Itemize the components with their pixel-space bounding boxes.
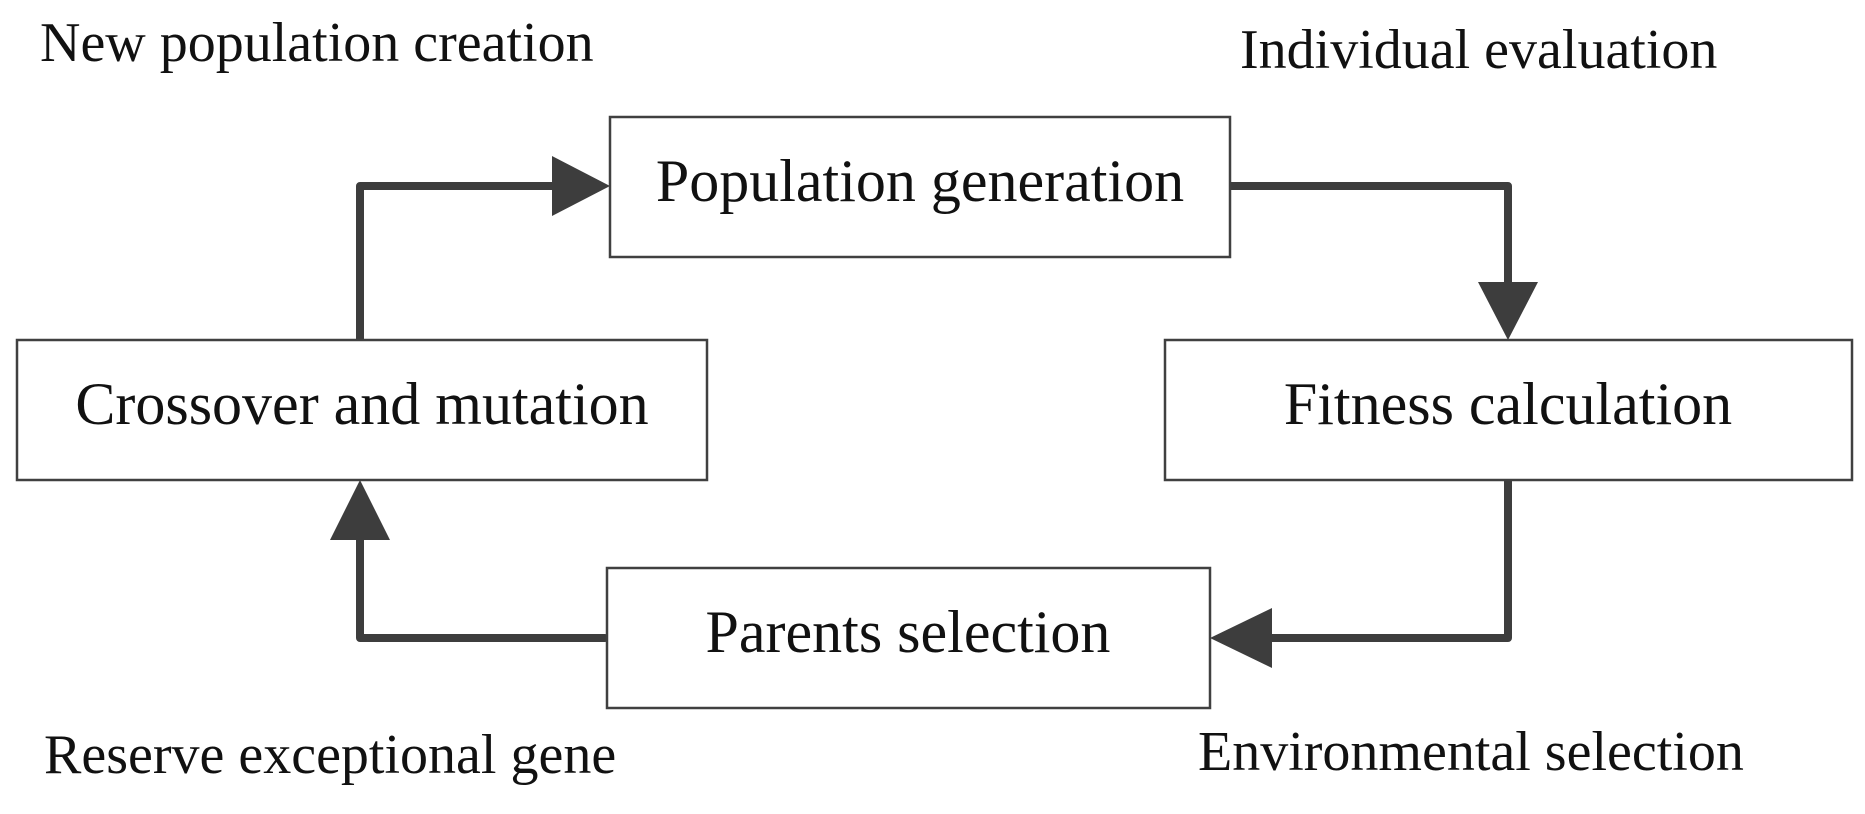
node-population-generation: Population generation xyxy=(608,115,1232,259)
arrow-head-down xyxy=(1478,282,1538,340)
edge-parents-to-crossover xyxy=(356,516,609,642)
node-crossover-and-mutation: Crossover and mutation xyxy=(15,338,709,482)
arrow-head-up xyxy=(330,480,390,540)
edge-population-to-fitness xyxy=(1226,182,1512,304)
node-population-generation-label: Population generation xyxy=(656,148,1184,214)
node-crossover-and-mutation-label: Crossover and mutation xyxy=(75,371,648,437)
arrow-head-right xyxy=(552,156,610,216)
label-individual-evaluation: Individual evaluation xyxy=(1240,19,1717,81)
edge-fitness-to-parents xyxy=(1251,476,1512,642)
arrow-head-left xyxy=(1210,608,1272,668)
node-fitness-calculation: Fitness calculation xyxy=(1163,338,1854,482)
edge-crossover-to-population xyxy=(356,182,574,344)
node-fitness-calculation-label: Fitness calculation xyxy=(1284,371,1732,437)
node-parents-selection: Parents selection xyxy=(605,566,1212,710)
node-parents-selection-label: Parents selection xyxy=(706,599,1111,665)
label-new-population-creation: New population creation xyxy=(40,12,594,74)
label-reserve-exceptional-gene: Reserve exceptional gene xyxy=(44,724,616,786)
label-environmental-selection: Environmental selection xyxy=(1198,721,1744,783)
